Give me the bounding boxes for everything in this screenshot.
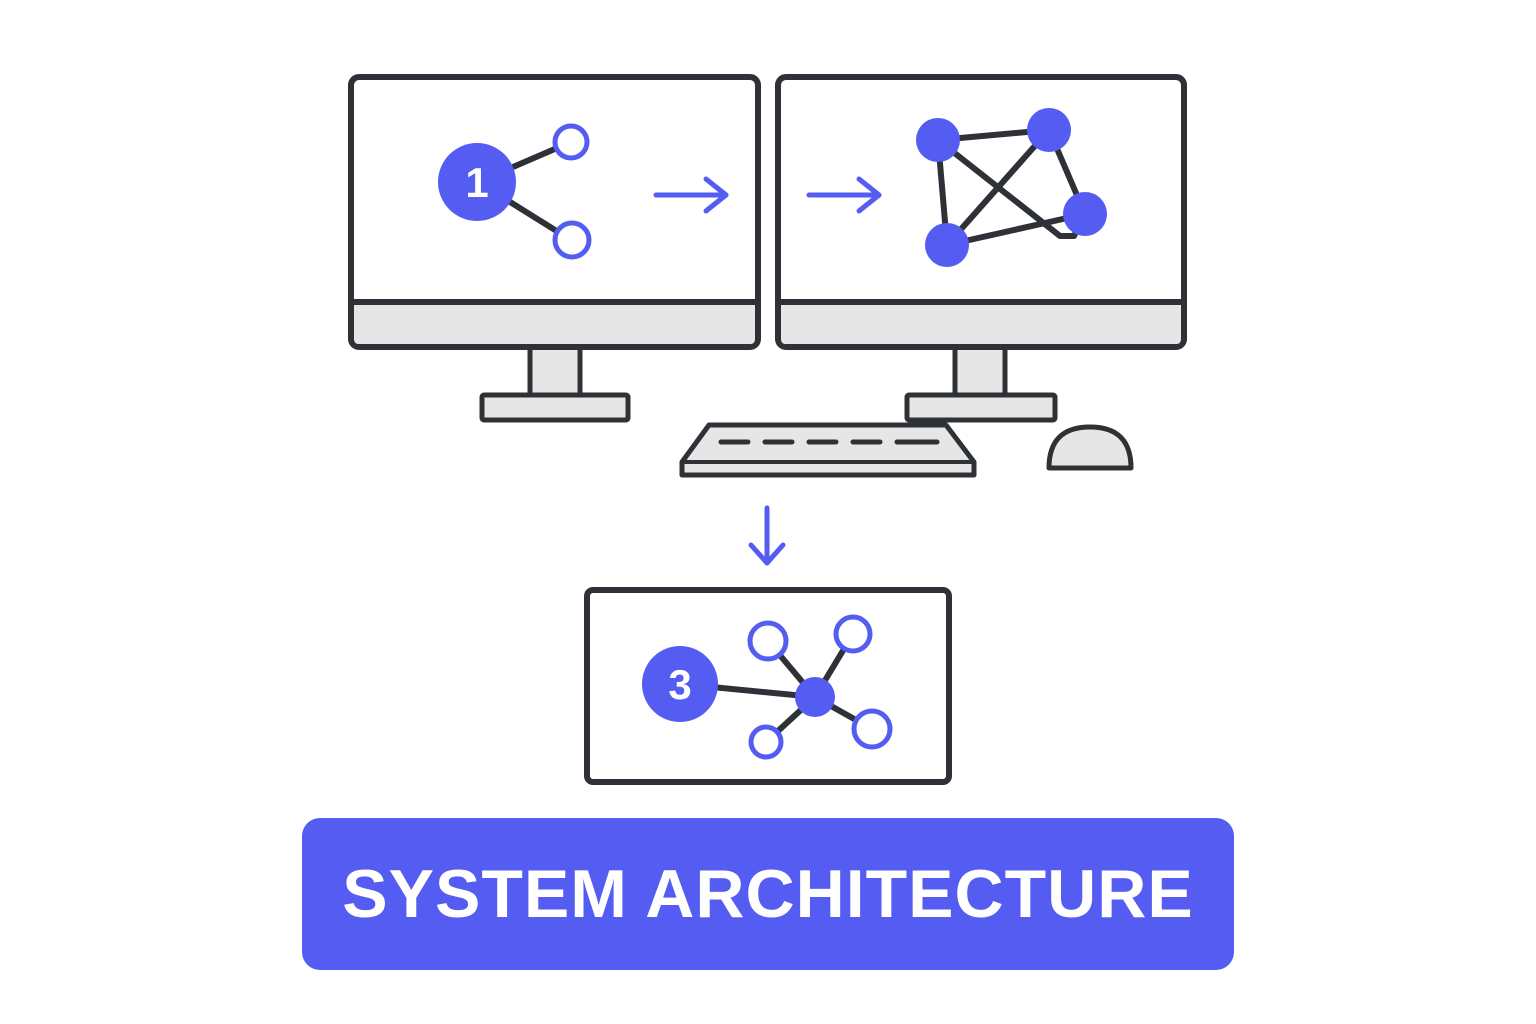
arrow-down-icon xyxy=(748,505,786,566)
mesh-node xyxy=(1027,108,1071,152)
right-monitor-base xyxy=(904,392,1058,423)
mouse-icon xyxy=(1046,424,1134,471)
hub-node xyxy=(795,677,835,717)
step-three-node xyxy=(642,646,718,722)
left-monitor-screen xyxy=(348,74,761,350)
branch-node xyxy=(552,220,592,260)
arrow-icon xyxy=(653,176,729,214)
page-title: SYSTEM ARCHITECTURE xyxy=(342,856,1194,932)
step-one-node xyxy=(438,143,516,221)
step-one-label: 1 xyxy=(465,159,488,206)
right-monitor-icon xyxy=(775,74,1187,423)
left-monitor-chin xyxy=(354,302,755,344)
left-monitor-icon xyxy=(348,74,761,423)
mesh-network-graph xyxy=(916,108,1107,267)
mesh-node xyxy=(1063,192,1107,236)
title-banner: SYSTEM ARCHITECTURE xyxy=(302,818,1234,970)
arrow-icon xyxy=(806,176,882,214)
step-one-graph: 1 xyxy=(438,123,592,260)
mesh-node xyxy=(925,223,969,267)
right-monitor-screen xyxy=(775,74,1187,350)
leaf-node xyxy=(833,614,873,654)
right-monitor-chin xyxy=(781,302,1181,344)
leaf-node xyxy=(747,620,789,662)
step-three-label: 3 xyxy=(668,661,691,708)
mesh-node xyxy=(916,118,960,162)
step-three-graph: 3 xyxy=(642,614,893,760)
right-monitor-stand xyxy=(952,344,1008,400)
leaf-node xyxy=(851,708,893,750)
branch-node xyxy=(552,123,590,161)
keyboard-icon xyxy=(679,422,977,478)
leaf-node xyxy=(748,724,784,760)
left-monitor-stand xyxy=(527,344,583,400)
left-monitor-base xyxy=(479,392,631,423)
